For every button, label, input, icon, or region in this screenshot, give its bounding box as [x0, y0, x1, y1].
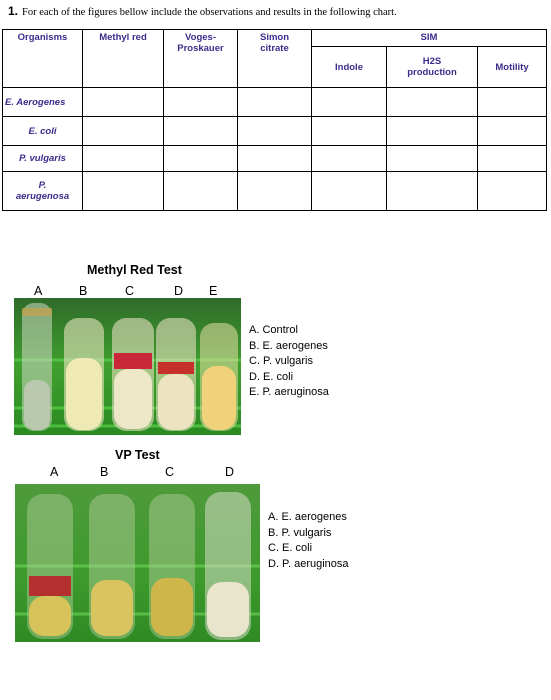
table-row: P.aerugenosa — [2, 171, 547, 211]
header-organisms: Organisms — [2, 29, 83, 88]
vp-letter: C — [165, 465, 175, 479]
cell[interactable] — [311, 171, 387, 211]
vp-photo — [15, 484, 260, 642]
mr-legend-item: C. P. vulgaris — [249, 355, 313, 367]
mr-legend-item: D. E. coli — [249, 370, 294, 383]
cell[interactable] — [477, 116, 547, 146]
cell[interactable] — [82, 171, 164, 211]
methyl-red-photo — [14, 298, 241, 435]
cell[interactable] — [82, 86, 164, 118]
vp-image — [15, 484, 260, 642]
mr-letter: E — [209, 284, 218, 298]
header-methyl-red: Methyl red — [82, 29, 164, 88]
mr-letter: D — [174, 284, 184, 298]
row-label: P. vulgaris — [2, 144, 83, 173]
cell[interactable] — [237, 144, 312, 173]
cell[interactable] — [163, 144, 238, 173]
cell[interactable] — [386, 116, 478, 146]
header-sim: SIM — [311, 28, 547, 48]
cell[interactable] — [237, 116, 312, 146]
cell[interactable] — [163, 171, 238, 211]
row-label: E. coli — [2, 116, 83, 146]
vp-title: VP Test — [115, 448, 160, 462]
mr-letter: B — [79, 284, 88, 298]
question-number: 1. — [8, 4, 19, 18]
vp-legend-item: B. P. vulgaris — [268, 526, 332, 539]
cell[interactable] — [82, 144, 164, 173]
mr-letter: A — [34, 284, 43, 298]
cell[interactable] — [386, 86, 478, 118]
cell[interactable] — [237, 86, 312, 118]
cell[interactable] — [311, 144, 387, 173]
vp-letter: B — [100, 465, 109, 479]
row-label: E. Aerogenes — [2, 86, 83, 118]
vp-legend-item: D. P. aeruginosa — [268, 557, 349, 570]
question: 1.For each of the figures bellow include… — [8, 4, 397, 18]
cell[interactable] — [386, 144, 478, 173]
mr-letters: A B C D E — [0, 284, 240, 300]
table-row: E. Aerogenes — [2, 86, 547, 118]
cell[interactable] — [163, 86, 238, 118]
table-row: E. coli — [2, 116, 547, 146]
cell[interactable] — [82, 116, 164, 146]
mr-legend-item: E. P. aeruginosa — [249, 386, 329, 398]
cell[interactable] — [237, 171, 312, 211]
cell[interactable] — [477, 171, 547, 211]
vp-legend-item: A. E. aerogenes — [268, 511, 347, 523]
mr-legend-item: A. Control — [249, 324, 298, 336]
vp-letter: D — [225, 465, 235, 479]
vp-letters: A B C D — [0, 465, 260, 481]
cell[interactable] — [477, 144, 547, 173]
cell[interactable] — [311, 86, 387, 118]
table-row: P. vulgaris — [2, 144, 547, 173]
cell[interactable] — [163, 116, 238, 146]
header-indole: Indole — [311, 46, 387, 88]
vp-legend: A. E. aerogenes B. P. vulgaris C. E. col… — [268, 510, 349, 572]
cell[interactable] — [477, 86, 547, 118]
vp-legend-item: C. E. coli — [268, 542, 313, 554]
question-text: For each of the figures bellow include t… — [22, 7, 397, 18]
row-label: P.aerugenosa — [2, 171, 83, 211]
mr-letter: C — [125, 284, 135, 298]
cell[interactable] — [386, 171, 478, 211]
header-motility: Motility — [477, 46, 547, 88]
mr-title: Methyl Red Test — [87, 263, 182, 277]
vp-letter: A — [50, 465, 59, 479]
methyl-red-image — [14, 298, 241, 435]
cell[interactable] — [311, 116, 387, 146]
header-voges-proskauer: Voges-Proskauer — [163, 29, 238, 88]
mr-legend-item: B. E. aerogenes — [249, 339, 328, 352]
mr-legend: A. Control B. E. aerogenes C. P. vulgari… — [249, 323, 329, 401]
results-chart: Organisms Methyl red Voges-Proskauer Sim… — [2, 28, 547, 211]
